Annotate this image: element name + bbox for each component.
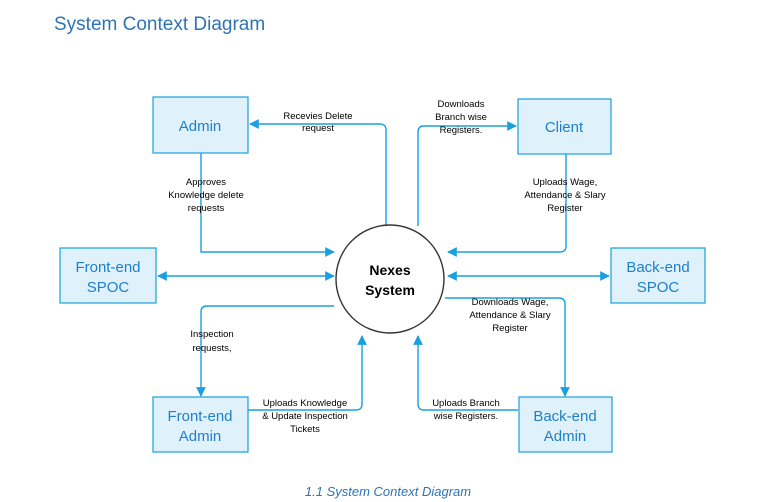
label-inspection-requests: Inspection requests, bbox=[190, 329, 233, 354]
node-backend-admin-line2: Admin bbox=[544, 428, 587, 445]
svg-text:Attendance & Slary: Attendance & Slary bbox=[469, 310, 551, 321]
label-recevies-delete: Recevies Delete request bbox=[283, 111, 352, 134]
node-nexes-system: Nexes System bbox=[335, 224, 445, 334]
label-uploads-branch: Uploads Branch wise Registers. bbox=[432, 398, 500, 422]
svg-text:Downloads: Downloads bbox=[438, 99, 485, 110]
svg-text:requests,: requests, bbox=[192, 343, 231, 354]
svg-text:request: request bbox=[302, 123, 334, 134]
edge-uploads-wage bbox=[447, 154, 567, 257]
node-backend-admin-line1: Back-end bbox=[533, 408, 596, 425]
edge-downloads-branch bbox=[417, 121, 517, 226]
svg-text:Knowledge delete: Knowledge delete bbox=[168, 190, 244, 201]
svg-text:Approves: Approves bbox=[186, 177, 226, 188]
svg-text:Uploads Branch: Uploads Branch bbox=[432, 398, 500, 409]
node-frontend-spoc-line2: SPOC bbox=[87, 279, 130, 296]
figure-caption: 1.1 System Context Diagram bbox=[304, 484, 472, 499]
edge-downloads-wage bbox=[445, 297, 570, 397]
edge-uploads-branch bbox=[413, 335, 518, 411]
label-downloads-branch: Downloads Branch wise Registers. bbox=[435, 99, 487, 136]
node-frontend-spoc: Front-end SPOC bbox=[59, 247, 157, 304]
node-client: Client bbox=[517, 98, 612, 155]
label-approves-delete: Approves Knowledge delete requests bbox=[168, 177, 244, 214]
svg-text:& Update Inspection: & Update Inspection bbox=[262, 411, 348, 422]
edge-approves bbox=[200, 152, 335, 257]
edge-recevies-delete bbox=[249, 119, 387, 225]
svg-text:Uploads Wage,: Uploads Wage, bbox=[533, 177, 598, 188]
node-backend-spoc-line2: SPOC bbox=[637, 279, 680, 296]
svg-text:Branch wise: Branch wise bbox=[435, 112, 487, 123]
node-frontend-admin-line2: Admin bbox=[179, 428, 222, 445]
svg-text:Downloads Wage,: Downloads Wage, bbox=[472, 297, 549, 308]
svg-text:wise Registers.: wise Registers. bbox=[433, 411, 498, 422]
node-admin-label: Admin bbox=[179, 118, 222, 135]
svg-text:Tickets: Tickets bbox=[290, 424, 320, 435]
svg-text:Register: Register bbox=[492, 323, 527, 334]
svg-text:Inspection: Inspection bbox=[190, 329, 233, 340]
node-backend-spoc-line1: Back-end bbox=[626, 259, 689, 276]
edge-inspection bbox=[196, 305, 334, 397]
svg-text:Registers.: Registers. bbox=[440, 125, 483, 136]
node-frontend-admin: Front-end Admin bbox=[152, 396, 249, 453]
label-uploads-knowledge: Uploads Knowledge & Update Inspection Ti… bbox=[262, 398, 348, 435]
label-downloads-wage: Downloads Wage, Attendance & Slary Regis… bbox=[469, 297, 551, 334]
node-frontend-spoc-line1: Front-end bbox=[75, 259, 140, 276]
node-client-label: Client bbox=[545, 119, 584, 136]
svg-text:requests: requests bbox=[188, 203, 225, 214]
center-line2: System bbox=[365, 282, 415, 298]
node-admin: Admin bbox=[152, 96, 249, 154]
svg-text:Attendance & Slary: Attendance & Slary bbox=[524, 190, 606, 201]
page-title: System Context Diagram bbox=[54, 14, 266, 35]
center-line1: Nexes bbox=[369, 262, 410, 278]
label-uploads-wage: Uploads Wage, Attendance & Slary Registe… bbox=[524, 177, 606, 214]
node-frontend-admin-line1: Front-end bbox=[167, 408, 232, 425]
node-backend-spoc: Back-end SPOC bbox=[610, 247, 706, 304]
svg-text:Register: Register bbox=[547, 203, 582, 214]
svg-text:Uploads Knowledge: Uploads Knowledge bbox=[263, 398, 348, 409]
edge-uploads-knowledge bbox=[248, 335, 367, 411]
node-backend-admin: Back-end Admin bbox=[518, 396, 613, 453]
svg-text:Recevies Delete: Recevies Delete bbox=[283, 111, 352, 122]
